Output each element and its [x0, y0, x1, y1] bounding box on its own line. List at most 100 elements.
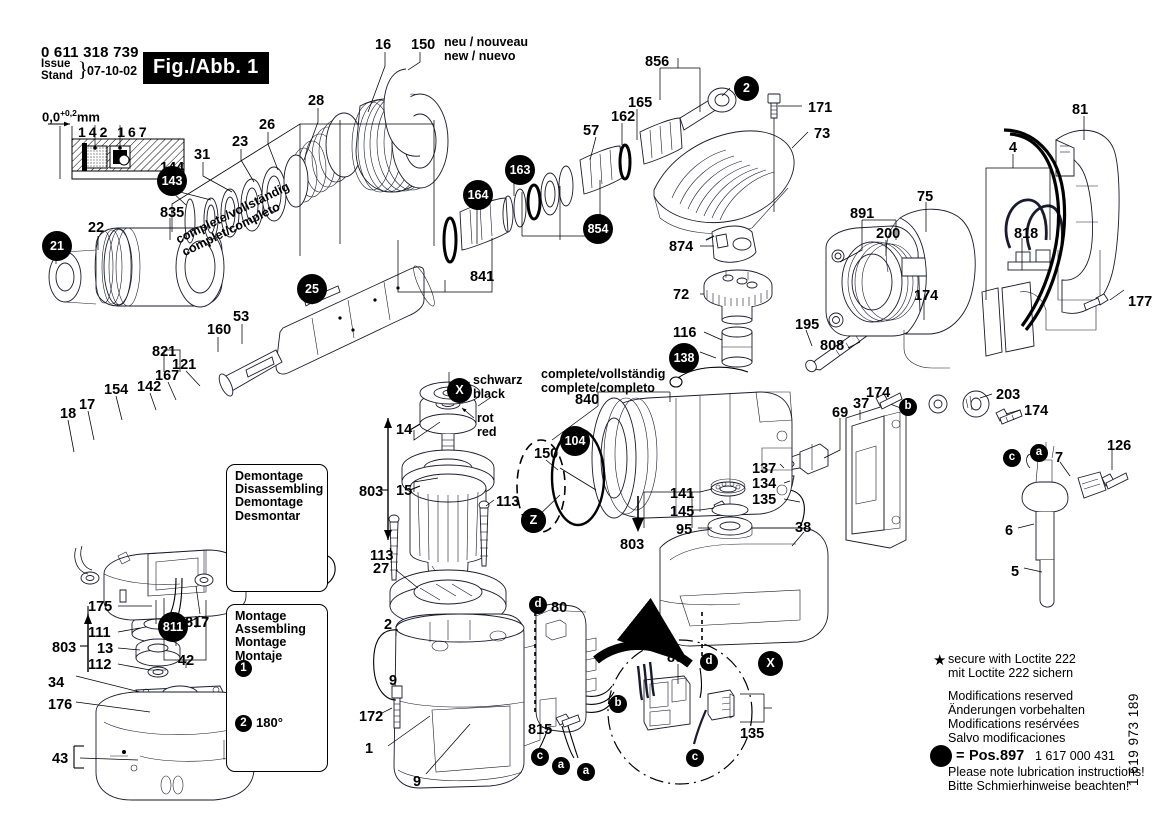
note-new-line1: neu / nouveau — [444, 35, 529, 49]
callout-2: 2 — [734, 76, 759, 101]
callout-4: 4 — [1009, 140, 1018, 156]
label-rot: rot — [477, 411, 494, 425]
callout-x: X — [758, 651, 783, 676]
callout-160: 160 — [207, 322, 232, 338]
callout-z: Z — [521, 508, 546, 533]
callout-9: 9 — [413, 774, 422, 790]
callout-c: c — [1003, 449, 1021, 467]
callout-165: 165 — [628, 95, 653, 111]
dimension-bars — [73, 418, 772, 769]
issue-label: Issue — [41, 58, 71, 70]
callout-171: 171 — [808, 100, 833, 116]
modifications-note: Modifications reserved Änderungen vorbeh… — [948, 689, 1085, 745]
callout-172: 172 — [359, 709, 384, 725]
callout-69: 69 — [832, 405, 849, 421]
lubrication-equals: = — [956, 748, 965, 764]
callout-1: 1 — [365, 741, 374, 757]
callout-31: 31 — [194, 147, 211, 163]
label-schwarz: schwarz — [473, 373, 523, 387]
cable-grommet-art — [1021, 442, 1129, 608]
tolerance-dim-base: 0,0 — [42, 109, 61, 125]
note-complete-rotated: complete/vollständig complet/completo — [174, 179, 298, 259]
callout-121: 121 — [172, 357, 197, 373]
callout-23: 23 — [232, 134, 249, 150]
assembly-step-2: 2 — [235, 715, 252, 732]
callout-150: 150 — [411, 37, 436, 53]
tolerance-part-numbers: 142 167 — [78, 124, 150, 140]
callout-145: 145 — [670, 504, 695, 520]
callout-15: 15 — [396, 483, 413, 499]
callout-112: 112 — [88, 657, 112, 673]
screw-172-art — [391, 685, 403, 729]
modifications-line-2: Modifications resérvées — [948, 717, 1080, 731]
assembly-line-3: Montaje — [235, 648, 283, 663]
callout-81: 81 — [1072, 102, 1089, 118]
callout-x: X — [447, 378, 472, 403]
modifications-line-0: Modifications reserved — [948, 689, 1074, 703]
assembly-line-2: Montage — [235, 635, 287, 650]
callout-34: 34 — [48, 675, 65, 691]
callout-142: 142 — [137, 379, 162, 395]
tolerance-dim-unit: mm — [76, 109, 100, 125]
loctite-note: secure with Loctite 222 mit Loctite 222 … — [948, 652, 1076, 680]
lubrication-dot-icon — [930, 745, 952, 767]
callout-817: 817 — [185, 615, 210, 631]
callout-72: 72 — [673, 287, 690, 303]
callout-135: 135 — [740, 726, 765, 742]
modifications-line-1: Änderungen vorbehalten — [948, 703, 1085, 717]
stand-label: Stand — [41, 69, 73, 82]
callout-27: 27 — [373, 561, 390, 577]
lubrication-note-de: Bitte Schmierhinweise beachten! — [948, 779, 1130, 793]
lubrication-part-number: 1 617 000 431 — [1035, 749, 1115, 763]
callout-841: 841 — [470, 269, 495, 285]
lubrication-pos-label: Pos. — [969, 748, 1000, 764]
callout-137: 137 — [752, 461, 777, 477]
callout-80: 80 — [667, 650, 684, 666]
callout-811: 811 — [158, 612, 188, 642]
callout-808: 808 — [820, 338, 845, 354]
callout-d: d — [700, 653, 718, 671]
callout-135: 135 — [752, 492, 777, 508]
callout-164: 164 — [463, 180, 493, 210]
note-color-red: rot red — [477, 411, 496, 439]
tolerance-dimension: 0,0+0,2mm — [42, 108, 100, 124]
callout-874: 874 — [669, 239, 694, 255]
callout-5: 5 — [1011, 564, 1020, 580]
callout-174: 174 — [914, 288, 939, 304]
lubrication-note-en: Please note lubrication instructions! — [948, 765, 1145, 779]
callout-17: 17 — [79, 397, 96, 413]
callout-177: 177 — [1128, 294, 1153, 310]
seal-parts-141-art — [707, 478, 753, 539]
callout-25: 25 — [297, 274, 327, 304]
callout-854: 854 — [583, 214, 613, 244]
assembly-box-title: Montage Assembling Montage Montaje — [235, 609, 306, 663]
cylinder-shaft-art — [218, 265, 435, 397]
modifications-line-3: Salvo modificaciones — [948, 731, 1066, 745]
issue-stand-labels: Issue Stand — [41, 58, 73, 82]
callout-856: 856 — [645, 54, 670, 70]
callout-803: 803 — [359, 484, 384, 500]
callout-73: 73 — [814, 126, 831, 142]
callout-18: 18 — [60, 406, 77, 422]
bottom-cover-art — [659, 527, 829, 647]
assembly-box — [226, 604, 328, 772]
callout-28: 28 — [308, 93, 325, 109]
callout-7: 7 — [1055, 450, 1064, 466]
callout-42: 42 — [178, 653, 195, 669]
callout-9: 9 — [389, 673, 398, 689]
callout-c: c — [531, 748, 549, 766]
callout-840: 840 — [575, 392, 600, 408]
callout-174: 174 — [1024, 403, 1049, 419]
callout-a: a — [552, 757, 570, 775]
switch-detail-circle — [607, 612, 753, 785]
callout-891: 891 — [850, 206, 875, 222]
assembly-step2-angle: 180° — [256, 715, 283, 730]
gear-assembly-art — [703, 225, 773, 368]
note-color-black: schwarz black — [473, 373, 523, 401]
loctite-line-en: secure with Loctite 222 — [948, 652, 1076, 666]
disassembly-line-2: Demontage — [235, 495, 304, 510]
assembly-line-1: Assembling — [235, 622, 306, 637]
callout-167: 167 — [155, 368, 180, 384]
callout-803: 803 — [52, 640, 77, 656]
